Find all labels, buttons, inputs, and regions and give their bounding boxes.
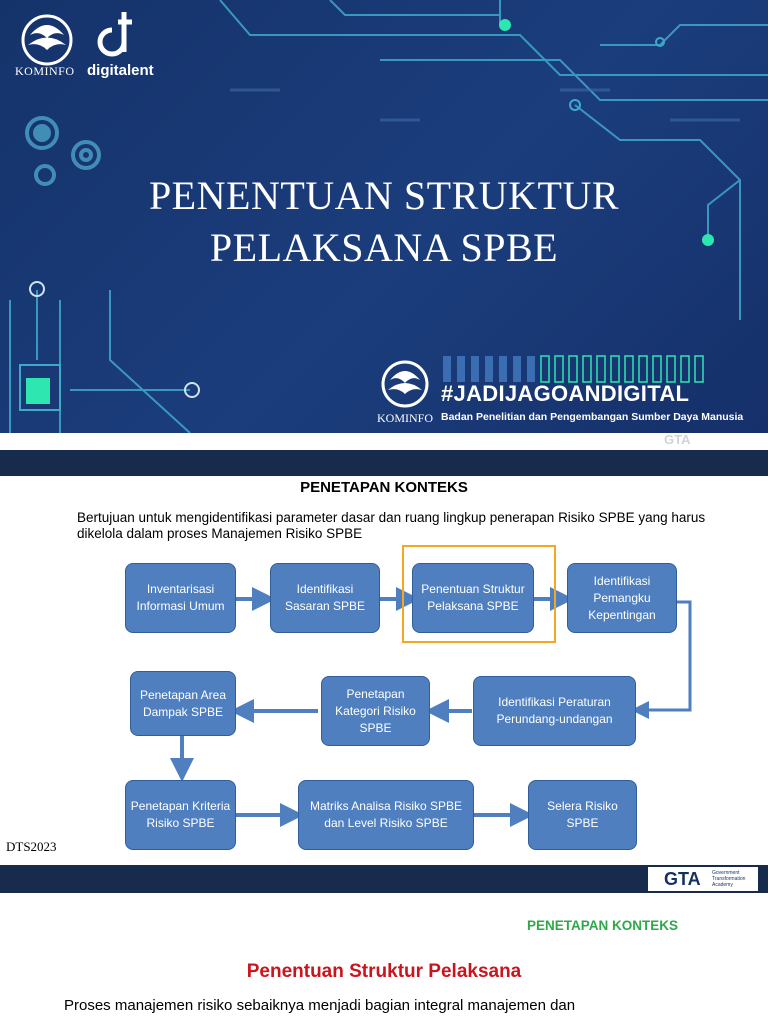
flow-box-kategori: Penetapan Kategori Risiko SPBE bbox=[321, 676, 430, 746]
flow-box-selera: Selera Risiko SPBE bbox=[528, 780, 637, 850]
flow-box-kriteria: Penetapan Kriteria Risiko SPBE bbox=[125, 780, 236, 850]
kominfo-footer-label: KOMINFO bbox=[377, 411, 434, 425]
footer-code: DTS2023 bbox=[6, 839, 57, 854]
title-slide: KOMINFO digitalent PENENTUAN STRUKTUR PE… bbox=[0, 0, 768, 433]
kominfo-emblem-footer bbox=[381, 360, 429, 408]
highlight-frame bbox=[402, 545, 556, 643]
slide-heading: PENETAPAN KONTEKS bbox=[300, 479, 468, 496]
circuit-decoration bbox=[9, 0, 768, 433]
slide-gap bbox=[0, 433, 768, 450]
flow-box-area-dampak: Penetapan Area Dampak SPBE bbox=[130, 671, 236, 736]
flow-box-peraturan: Identifikasi Peraturan Perundang-undanga… bbox=[473, 676, 636, 746]
section-label: PENETAPAN KONTEKS bbox=[527, 918, 679, 933]
hashtag-banner: #JADIJAGOANDIGITAL bbox=[441, 381, 689, 407]
slide-title-line2: PELAKSANA SPBE bbox=[209, 225, 559, 270]
flow-box-inventarisasi: Inventarisasi Informasi Umum bbox=[125, 563, 236, 633]
hashtag-jadi: #JADI bbox=[441, 381, 505, 406]
agency-name: Badan Penelitian dan Pengembangan Sumber… bbox=[441, 411, 744, 423]
kominfo-emblem bbox=[21, 14, 73, 66]
digitalent-emblem bbox=[97, 12, 132, 57]
slide-title: PENENTUAN STRUKTUR PELAKSANA SPBE bbox=[0, 170, 768, 274]
slide-bottom-bar: GTA Government Transformation Academy bbox=[0, 865, 768, 893]
section-title: Penentuan Struktur Pelaksana bbox=[246, 961, 522, 982]
slide-description: Bertujuan untuk mengidentifikasi paramet… bbox=[77, 510, 706, 541]
digitalent-logo-label: digitalent bbox=[87, 62, 154, 79]
flow-box-matriks: Matriks Analisa Risiko SPBE dan Level Ri… bbox=[298, 780, 474, 850]
hashtag-rest: JAGOANDIGITAL bbox=[504, 381, 690, 406]
slide-title-line1: PENENTUAN STRUKTUR bbox=[148, 173, 620, 218]
gta-logo: GTA bbox=[664, 869, 701, 889]
context-slide: PENETAPAN KONTEKS Bertujuan untuk mengid… bbox=[0, 450, 768, 897]
flow-box-struktur-pelaksana: Penentuan Struktur Pelaksana SPBE bbox=[412, 563, 534, 633]
flow-box-sasaran: Identifikasi Sasaran SPBE bbox=[270, 563, 380, 633]
gta-logo-subtext: Government Transformation Academy bbox=[712, 870, 746, 888]
slide-top-bar bbox=[0, 450, 768, 476]
gta-watermark: GTA bbox=[664, 432, 691, 447]
flow-box-pemangku: Identifikasi Pemangku Kepentingan bbox=[567, 563, 677, 633]
gta-logo-area bbox=[648, 867, 758, 891]
section-body: Proses manajemen risiko sebaiknya menjad… bbox=[64, 997, 576, 1014]
kominfo-logo-label: KOMINFO bbox=[15, 64, 75, 78]
flow-arrows bbox=[170, 587, 692, 827]
